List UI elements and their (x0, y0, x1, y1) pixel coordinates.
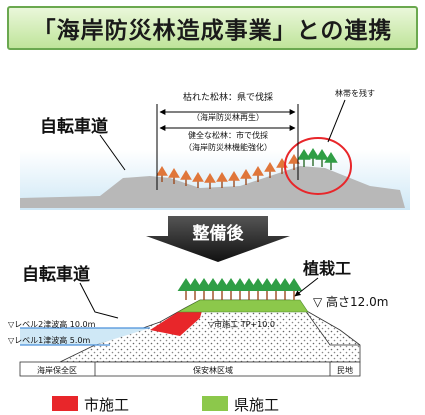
dead-pine-tree (216, 172, 228, 188)
before-section: 自転車道 枯れた松林：県で伐採 （海岸防災林再生） 健全な松林：市で伐採 （海岸… (20, 88, 410, 210)
dead-pine-tree (156, 166, 168, 182)
transition-arrow: 整備後 (146, 216, 290, 262)
dead-pine-tree (168, 168, 180, 184)
dead-pine-tree (240, 169, 252, 185)
transition-label: 整備後 (193, 223, 245, 244)
dead-pine-tree (264, 162, 276, 178)
after-bicycle-road-pointer (79, 282, 119, 319)
remaining-forest-label: 林帯を残す (335, 88, 375, 98)
planted-pine-tree (285, 278, 303, 300)
dead-pine-text-2: （海岸防災林再生） (192, 112, 264, 122)
legend: 市施工 県施工 (52, 396, 279, 414)
tsunami-level1-label: ▽レベル1津波高 5.0m (8, 335, 91, 345)
zone-coastal: 海岸保全区 (37, 365, 77, 375)
remaining-pine-tree (315, 149, 329, 167)
bicycle-road-pointer (99, 134, 126, 171)
remaining-pine-tree (324, 152, 338, 170)
remaining-pine-row (297, 148, 338, 170)
dead-pine-tree (180, 170, 192, 186)
legend-swatch-prefecture (202, 396, 228, 411)
dead-pine-tree (252, 166, 264, 182)
tsunami-level2-label: ▽レベル2津波高 10.0m (8, 319, 96, 329)
planting-pointer (294, 277, 319, 297)
healthy-pine-text-2: （海岸防災林機能強化） (184, 142, 272, 152)
zone-bar (19, 361, 361, 377)
height-label: ▽ 高さ12.0m (313, 294, 388, 309)
after-land-slope (304, 309, 360, 346)
dead-pine-tree (204, 173, 216, 189)
remaining-forest-circle (284, 137, 352, 195)
after-section: 海岸保全区 保安林区域 民地 自転車道 植栽工 ▽ 高さ12.0m ▽市施工 T… (8, 259, 388, 377)
prefecture-works-layer (177, 299, 309, 313)
remaining-pine-tree (306, 148, 320, 166)
dead-pine-tree (288, 154, 300, 170)
zone-protection-forest: 保安林区域 (193, 365, 233, 375)
dead-pine-tree (228, 171, 240, 187)
page-title: 「海岸防災林造成事業」との連携 (32, 18, 393, 44)
healthy-pine-text-1: 健全な松林：市で伐採 (188, 130, 268, 140)
before-bicycle-road-label: 自転車道 (40, 116, 108, 137)
dead-pine-text-1: 枯れた松林：県で伐採 (183, 91, 273, 103)
legend-label-prefecture: 県施工 (234, 396, 279, 414)
remaining-forest-pointer (327, 99, 346, 143)
planted-pine-row (177, 278, 303, 300)
city-works-tp-label: ▽市施工 TP+10.0 (208, 319, 275, 329)
zone-private-land: 民地 (337, 365, 353, 375)
before-ground (20, 166, 405, 208)
sea-area (20, 328, 150, 345)
after-bicycle-road-label: 自転車道 (22, 264, 90, 285)
title-banner: 「海岸防災林造成事業」との連携 (7, 6, 418, 50)
dead-pine-tree (192, 172, 204, 188)
legend-swatch-city (52, 396, 78, 411)
dead-pine-row (156, 154, 300, 189)
planting-label: 植栽工 (302, 259, 351, 278)
legend-label-city: 市施工 (84, 396, 129, 414)
